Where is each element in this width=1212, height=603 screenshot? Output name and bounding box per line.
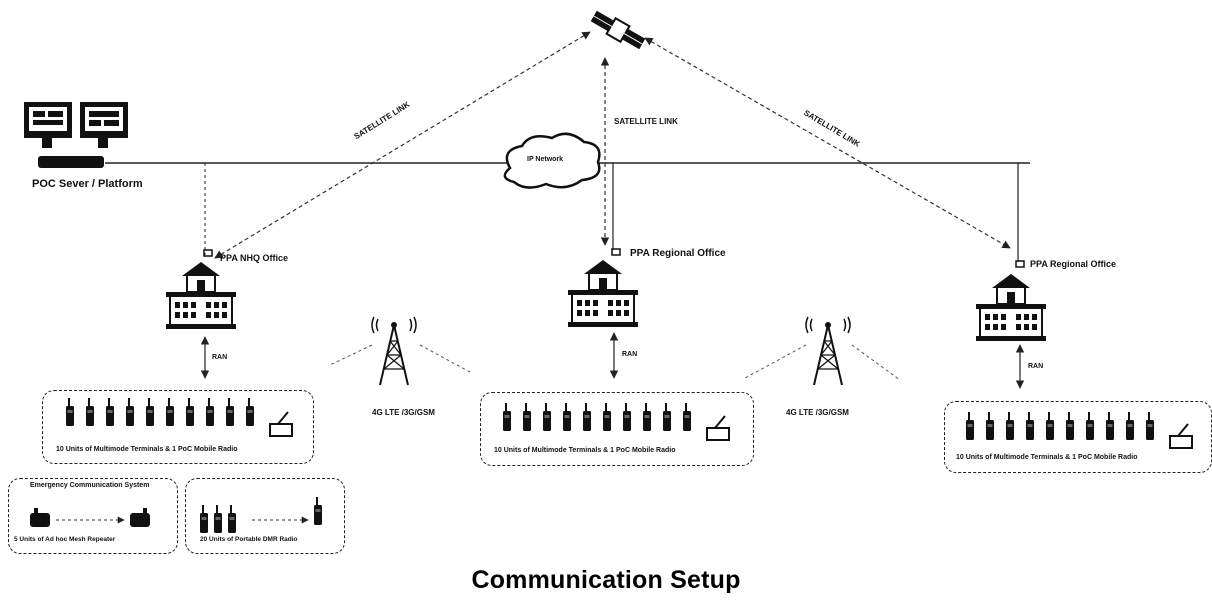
office-label-center: PPA Regional Office — [630, 248, 726, 259]
mesh-repeater-icon-a — [30, 508, 50, 527]
ran-label-left: RAN — [212, 354, 228, 361]
terminal-group-box-left — [42, 390, 314, 464]
mobile-radio-icon-left — [269, 411, 293, 437]
office-building-left — [165, 261, 237, 330]
satellite-icon — [590, 10, 646, 50]
terminal-group-label-right: 10 Units of Multimode Terminals & 1 PoC … — [956, 454, 1138, 461]
mobile-radio-icon-right — [1169, 423, 1193, 449]
tower-signal-left-b — [419, 344, 471, 373]
office-building-right — [975, 273, 1047, 342]
satellite-link-left — [214, 31, 591, 259]
terminal-group-box-center — [480, 392, 754, 466]
ran-label-right: RAN — [1028, 363, 1044, 370]
satellite-link-center-label: SATELLITE LINK — [614, 117, 678, 126]
office-label-left: PPA NHQ Office — [220, 253, 289, 263]
terminal-group-label-center: 10 Units of Multimode Terminals & 1 PoC … — [494, 447, 676, 454]
ip-network-label: IP Network — [527, 156, 564, 163]
terminal-group-label-left: 10 Units of Multimode Terminals & 1 PoC … — [56, 446, 238, 453]
server-label: POC Sever / Platform — [32, 178, 143, 190]
diagram-title: Communication Setup — [471, 566, 741, 594]
ip-network-cloud — [503, 132, 601, 189]
ran-label-center: RAN — [622, 351, 638, 358]
mesh-repeater-label: 5 Units of Ad hoc Mesh Repeater — [14, 536, 116, 543]
tower-signal-right-a — [744, 344, 807, 379]
mobile-radio-icon-center — [706, 415, 730, 441]
office-antenna-center — [611, 248, 621, 256]
mesh-repeater-icon-b — [130, 508, 150, 527]
office-antenna-right — [1015, 260, 1025, 268]
terminal-group-box-right — [944, 401, 1212, 473]
tower-signal-right-b — [851, 344, 901, 381]
office-antenna-left — [203, 249, 213, 257]
emergency-system-box — [8, 478, 178, 554]
portable-dmr-label: 20 Units of Portable DMR Radio — [200, 536, 298, 543]
emergency-system-title: Emergency Communication System — [30, 482, 150, 489]
tower-label-left: 4G LTE /3G/GSM — [372, 408, 435, 417]
satellite-link-right — [644, 37, 1011, 249]
tower-signal-left-a — [329, 344, 373, 366]
server-monitors-icon — [24, 102, 128, 168]
cell-tower-left — [371, 316, 417, 386]
office-label-right: PPA Regional Office — [1030, 259, 1117, 269]
tower-label-right: 4G LTE /3G/GSM — [786, 408, 849, 417]
office-building-center — [567, 259, 639, 328]
portable-dmr-box — [185, 478, 345, 554]
cell-tower-right — [805, 316, 851, 386]
